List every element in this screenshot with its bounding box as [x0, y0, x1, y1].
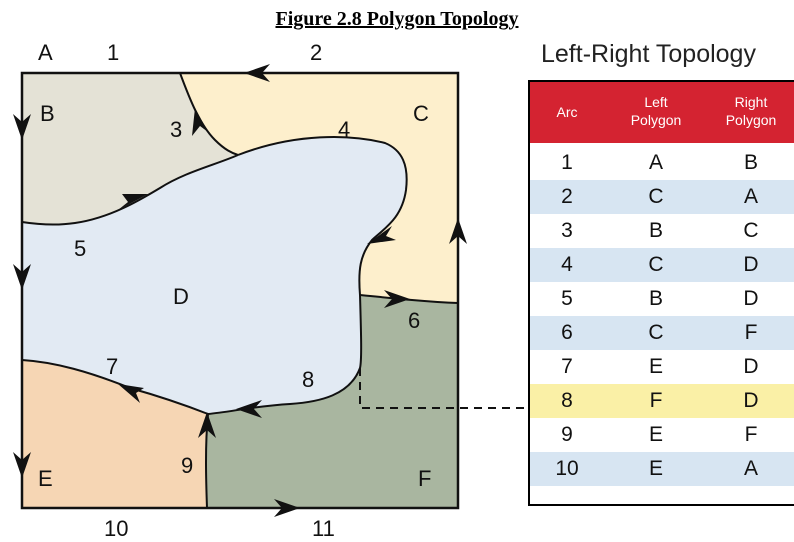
- arc-3: [179, 72, 239, 156]
- table-cell-left: C: [648, 185, 664, 208]
- table-cell-arc: 9: [561, 423, 573, 446]
- table-cell-left: C: [648, 321, 664, 344]
- polygon-d: [22, 136, 407, 414]
- header-right-polygon: Right Polygon: [725, 94, 777, 128]
- table-cell-arc: 4: [561, 253, 573, 276]
- arrow-arc-8: [236, 400, 262, 418]
- table-title: Left-Right Topology: [541, 40, 756, 68]
- polygon-label-c: C: [413, 101, 429, 126]
- table-row: 1 A B: [530, 146, 794, 180]
- table-row: 10 E A: [530, 452, 794, 486]
- polygon-label-f: F: [418, 466, 432, 491]
- table-cell-right: B: [743, 151, 758, 174]
- table-cell-arc: 8: [561, 389, 573, 412]
- arc-label-9: 9: [181, 453, 194, 478]
- arc-label-10: 10: [104, 516, 129, 541]
- table-row: 6 C F: [530, 316, 794, 350]
- arc-label-2: 2: [310, 40, 323, 65]
- polygon-label-a: A: [38, 40, 53, 65]
- arc-label-7: 7: [106, 354, 119, 379]
- arrow-arc-4: [367, 226, 396, 244]
- header-left-polygon: Left Polygon: [630, 94, 682, 128]
- arrow-arc-9: [198, 412, 216, 438]
- table-cell-left: C: [648, 253, 664, 276]
- arc-label-3: 3: [170, 117, 183, 142]
- arc-label-4: 4: [338, 117, 351, 142]
- table-cell-left: E: [648, 457, 663, 480]
- table-cell-right: C: [743, 219, 759, 242]
- arc-4: [237, 136, 408, 296]
- polygon-label-e: E: [38, 466, 53, 491]
- table-cell-left: B: [648, 287, 663, 310]
- table-cell-left: E: [648, 355, 663, 378]
- table-cell-right: D: [743, 287, 759, 310]
- arc-5: [21, 154, 239, 226]
- table-row: 9 E F: [530, 418, 794, 452]
- table-cell-left: A: [648, 151, 663, 174]
- header-arc: Arc: [556, 104, 578, 120]
- table-cell-right: F: [744, 321, 758, 344]
- arc-label-1: 1: [107, 40, 120, 65]
- arc-label-8: 8: [302, 367, 315, 392]
- table-cell-arc: 3: [561, 219, 573, 242]
- map-border: [20, 71, 460, 510]
- table-header: Arc Left Polygon Right Polygon: [530, 82, 794, 143]
- arrow-arc-11: [274, 499, 300, 517]
- table-cell-right: A: [743, 185, 758, 208]
- table-cell-right: D: [743, 389, 759, 412]
- polygon-label-b: B: [40, 101, 55, 126]
- table-cell-arc: 1: [561, 151, 573, 174]
- arc-label-5: 5: [74, 236, 87, 261]
- table-cell-right: A: [743, 457, 758, 480]
- polygon-label-d: D: [173, 284, 189, 309]
- table-cell-left: E: [648, 423, 663, 446]
- table-row: 7 E D: [530, 350, 794, 384]
- table-row: 2 C A: [530, 180, 794, 214]
- table-cell-arc: 10: [555, 457, 579, 480]
- table-row: 8 F D: [530, 384, 794, 418]
- polygon-c: [180, 73, 458, 303]
- arrow-arc-10: [13, 452, 31, 478]
- table-cell-arc: 7: [561, 355, 573, 378]
- table-cell-arc: 2: [561, 185, 573, 208]
- table-cell-left: F: [649, 389, 663, 412]
- table-cell-right: D: [743, 253, 759, 276]
- table-row: 3 B C: [530, 214, 794, 248]
- figure-title: Figure 2.8 Polygon Topology: [275, 8, 519, 30]
- arc-label-11: 11: [312, 516, 335, 541]
- polygon-f: [206, 295, 458, 508]
- table-cell-arc: 6: [561, 321, 573, 344]
- table-row: 5 B D: [530, 282, 794, 316]
- table-row: 4 C D: [530, 248, 794, 282]
- table-cell-arc: 5: [561, 287, 573, 310]
- arrow-arc-2: [244, 64, 270, 82]
- table-cell-right: D: [743, 355, 759, 378]
- table-cell-right: F: [744, 423, 758, 446]
- arc-6: [359, 294, 459, 304]
- arrow-arc-right: [449, 218, 467, 244]
- arrow-arc-6: [384, 290, 410, 308]
- arrow-arc-1-mid: [13, 264, 31, 290]
- table-cell-left: B: [648, 219, 663, 242]
- arrow-arc-3: [192, 108, 208, 136]
- arrow-arc-5: [118, 194, 148, 210]
- polygon-b: [22, 73, 238, 225]
- polygon-e: [22, 360, 208, 508]
- arrow-arc-7: [118, 384, 144, 403]
- arc-label-6: 6: [408, 308, 421, 333]
- arrow-arc-1-top: [13, 114, 31, 140]
